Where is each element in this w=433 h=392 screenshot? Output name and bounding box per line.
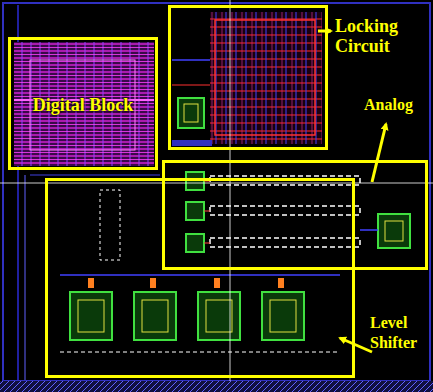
region-label: Analog — [364, 95, 430, 115]
region-label: Level Shifter — [370, 313, 430, 353]
region-box: Digital Block — [8, 37, 158, 170]
region-box: Analog — [162, 160, 428, 270]
region-label: Digital Block — [11, 95, 155, 115]
region-box: Level Shifter — [45, 178, 355, 378]
region-box: Locking Circuit — [168, 5, 328, 150]
region-label: Locking Circuit — [335, 16, 430, 56]
